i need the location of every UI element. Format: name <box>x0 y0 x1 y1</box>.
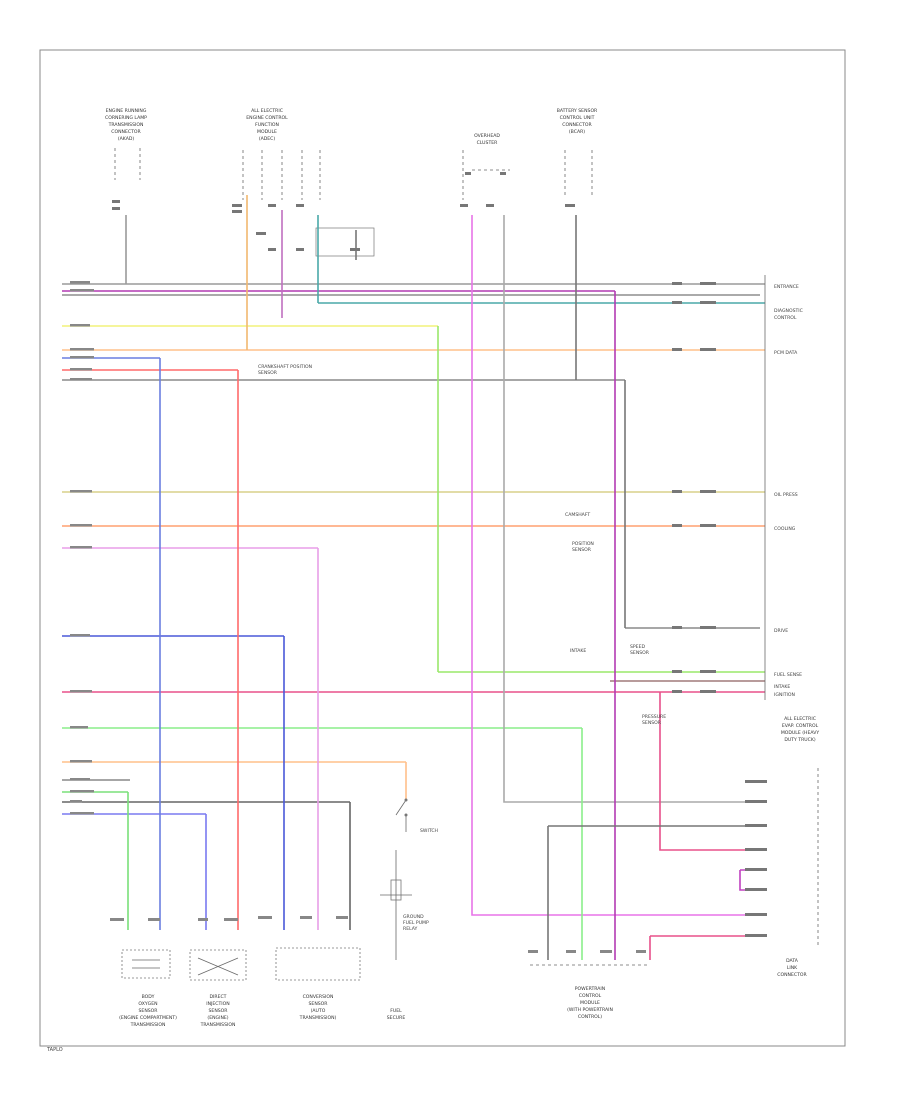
top-component-label: CLUSTER <box>477 140 499 146</box>
top-component-label: TRANSMISSION <box>108 122 144 128</box>
note-text: SWITCH <box>420 828 438 834</box>
bottom-component-label: TRANSMISSION <box>130 1022 166 1028</box>
bottom-component-label: SENSOR <box>139 1008 159 1014</box>
top-component-label: (BCAR) <box>569 129 585 135</box>
bottom-component-label: BODY <box>142 994 155 1000</box>
bottom-component-label: CONNECTOR <box>777 972 807 978</box>
bottom-component-label: CONTROL <box>579 993 602 999</box>
bottom-component-3: CONVERSION SENSOR (AUTO TRANSMISSION) <box>275 947 361 1021</box>
bottom-component-label: (ENGINE) <box>207 1015 228 1021</box>
note-text: CRANKSHAFT POSITION <box>258 364 312 370</box>
top-component-label: ENGINE CONTROL <box>246 115 288 121</box>
note-text: SENSOR <box>572 547 592 553</box>
left-pin-marks <box>70 281 94 815</box>
top-component-2: ALL ELECTRIC ENGINE CONTROL FUNCTION MOD… <box>242 108 321 200</box>
bottom-component-6: DATA LINK CONNECTOR <box>777 958 807 978</box>
footer-code: TAPLO <box>46 1047 63 1053</box>
bottom-component-label: OXYGEN <box>138 1001 157 1007</box>
top-component-3: OVERHEAD CLUSTER <box>462 133 510 200</box>
top-component-label: FUNCTION <box>255 122 279 128</box>
top-component-label: MODULE <box>257 129 277 135</box>
bottom-component-label: CONVERSION <box>303 994 334 1000</box>
top-component-label: CONTROL UNIT <box>560 115 595 121</box>
top-component-label: ENGINE RUNNING <box>106 108 147 114</box>
bottom-component-1: BODY OXYGEN SENSOR (ENGINE COMPARTMENT) … <box>119 949 177 1028</box>
right-module-label: DUTY TRUCK) <box>784 737 816 743</box>
right-label: IGNITION <box>774 692 795 698</box>
note-text: INTAKE <box>570 648 586 654</box>
bottom-component-label: SENSOR <box>209 1008 229 1014</box>
right-module-label: ALL ELECTRIC <box>784 716 816 722</box>
right-label: DRIVE <box>774 628 788 634</box>
bottom-component-2: DIRECT INJECTION SENSOR (ENGINE) TRANSMI… <box>189 949 247 1028</box>
note-text: POSITION <box>572 541 594 547</box>
note-text: CAMSHAFT <box>565 512 590 518</box>
notes: CRANKSHAFT POSITION SENSOR CAMSHAFT POSI… <box>258 364 666 932</box>
bottom-component-label: CONTROL) <box>578 1014 602 1020</box>
right-label: CONTROL <box>774 315 797 321</box>
note-text: RELAY <box>403 926 418 932</box>
bottom-component-5: POWERTRAIN CONTROL MODULE (WITH POWERTRA… <box>530 964 650 1020</box>
note-text: GROUND <box>403 914 424 920</box>
bottom-component-label: POWERTRAIN <box>575 986 605 992</box>
bottom-component-label: TRANSMISSION) <box>299 1015 337 1021</box>
top-component-label: (ADEC) <box>259 136 276 142</box>
bottom-component-label: SECURE <box>387 1015 406 1021</box>
top-component-label: (AKAD) <box>118 136 135 142</box>
right-module: ALL ELECTRIC EVAP. CONTROL MODULE (HEAVY… <box>781 716 820 743</box>
bottom-component-label: DIRECT <box>209 994 226 1000</box>
top-pin-marks <box>112 172 575 251</box>
right-label: INTAKE <box>774 684 790 690</box>
top-component-1: ENGINE RUNNING CORNERING LAMP TRANSMISSI… <box>105 108 147 180</box>
bottom-component-label: TRANSMISSION <box>200 1022 236 1028</box>
right-label: OIL PRESS <box>774 492 798 498</box>
top-component-label: BATTERY SENSOR <box>557 108 598 114</box>
right-label: PCM DATA <box>774 350 798 356</box>
top-component-label: OVERHEAD <box>474 133 500 139</box>
right-pin-marks <box>672 282 767 937</box>
top-component-label: CONNECTOR <box>111 129 141 135</box>
bottom-component-4: FUEL SECURE <box>387 1008 406 1021</box>
right-module-label: MODULE (HEAVY <box>781 730 820 736</box>
right-label: DIAGNOSTIC <box>774 308 803 314</box>
note-text: FUEL PUMP <box>403 920 429 926</box>
top-component-4: BATTERY SENSOR CONTROL UNIT CONNECTOR (B… <box>557 108 598 195</box>
top-component-label: CORNERING LAMP <box>105 115 147 121</box>
bottom-component-label: DATA <box>786 958 799 964</box>
bottom-component-label: FUEL <box>390 1008 402 1014</box>
right-labels: ENTRANCE DIAGNOSTIC CONTROL PCM DATA OIL… <box>774 284 803 698</box>
bus-wires <box>62 283 765 815</box>
bottom-component-label: (WITH POWERTRAIN <box>567 1007 613 1013</box>
bottom-component-label: MODULE <box>580 1000 600 1006</box>
note-text: PRESSURE <box>642 714 666 720</box>
relay-box <box>315 227 375 257</box>
right-label: FUEL SENSE <box>774 672 802 678</box>
right-module-label: EVAP. CONTROL <box>782 723 819 729</box>
diagram-border <box>39 49 846 1047</box>
top-component-label: ALL ELECTRIC <box>251 108 283 114</box>
note-text: SENSOR <box>630 650 650 656</box>
note-text: SENSOR <box>642 720 662 726</box>
bottom-component-label: LINK <box>787 965 798 971</box>
bottom-component-label: (ENGINE COMPARTMENT) <box>119 1015 177 1021</box>
right-label: COOLING <box>774 526 796 532</box>
bottom-pin-marks <box>110 916 646 953</box>
vertical-wires <box>125 195 765 960</box>
note-text: SENSOR <box>258 370 278 376</box>
bottom-component-label: INJECTION <box>206 1001 229 1007</box>
switch-symbol <box>380 798 412 960</box>
bottom-component-label: SENSOR <box>309 1001 329 1007</box>
note-text: SPEED <box>630 644 645 650</box>
right-label: ENTRANCE <box>774 284 799 290</box>
bottom-component-label: (AUTO <box>311 1008 326 1014</box>
top-component-label: CONNECTOR <box>562 122 592 128</box>
